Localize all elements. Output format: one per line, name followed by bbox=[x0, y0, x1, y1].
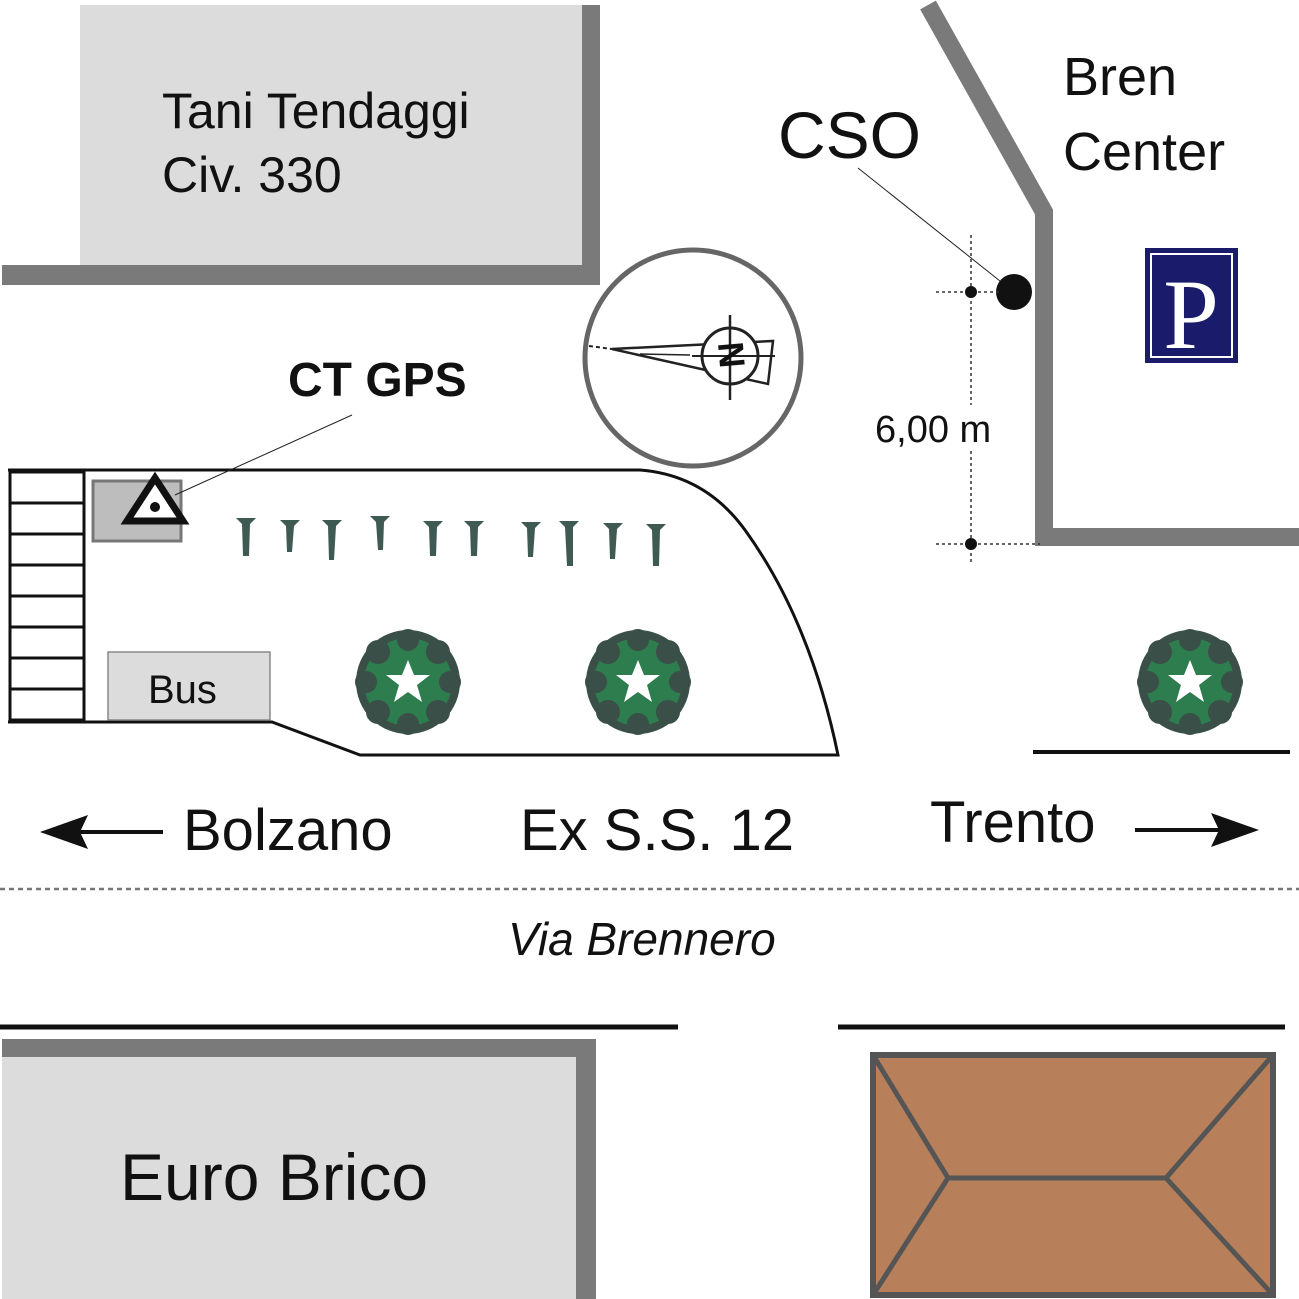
bren-line1: Bren bbox=[1063, 47, 1177, 107]
cso-label: CSO bbox=[778, 98, 921, 172]
parking-sign-icon: P bbox=[1145, 248, 1238, 370]
cso-marker: CSO bbox=[778, 98, 1032, 310]
triangle-gps-point-icon bbox=[120, 471, 190, 525]
road-name: Ex S.S. 12 bbox=[520, 798, 794, 863]
direction-trento: Trento bbox=[930, 790, 1095, 855]
building-bren-center: Bren Center bbox=[920, 0, 1299, 546]
building-euro-brico: Euro Brico bbox=[2, 1039, 596, 1299]
tree-icon bbox=[585, 629, 691, 735]
bollard-row bbox=[236, 516, 666, 566]
roof-building bbox=[870, 1052, 1276, 1298]
tree-icon bbox=[1137, 629, 1243, 735]
tree-icon bbox=[355, 629, 461, 735]
arrow-right-icon bbox=[1135, 813, 1259, 847]
cso-point bbox=[996, 274, 1032, 310]
street-name: Via Brennero bbox=[508, 913, 776, 965]
tani-civic: Civ. 330 bbox=[162, 147, 342, 203]
ct-gps-marker: CT GPS bbox=[91, 354, 467, 543]
svg-text:N: N bbox=[710, 340, 753, 369]
bus-stop: Bus bbox=[107, 651, 271, 721]
road-labels: Bolzano Ex S.S. 12 Trento bbox=[40, 790, 1259, 863]
bren-line2: Center bbox=[1063, 122, 1225, 182]
direction-bolzano: Bolzano bbox=[183, 798, 393, 863]
ct-gps-label: CT GPS bbox=[288, 354, 467, 407]
arrow-left-icon bbox=[40, 815, 163, 849]
euro-brico-name: Euro Brico bbox=[120, 1140, 428, 1214]
north-arrow-compass-icon: N bbox=[582, 247, 804, 469]
parking-letter: P bbox=[1163, 259, 1219, 370]
distance-measure: 6,00 m bbox=[868, 235, 1040, 565]
bus-label: Bus bbox=[148, 668, 217, 712]
tani-name: Tani Tendaggi bbox=[162, 83, 470, 139]
building-tani-tendaggi: Tani Tendaggi Civ. 330 bbox=[2, 5, 600, 285]
distance-label: 6,00 m bbox=[875, 409, 991, 451]
